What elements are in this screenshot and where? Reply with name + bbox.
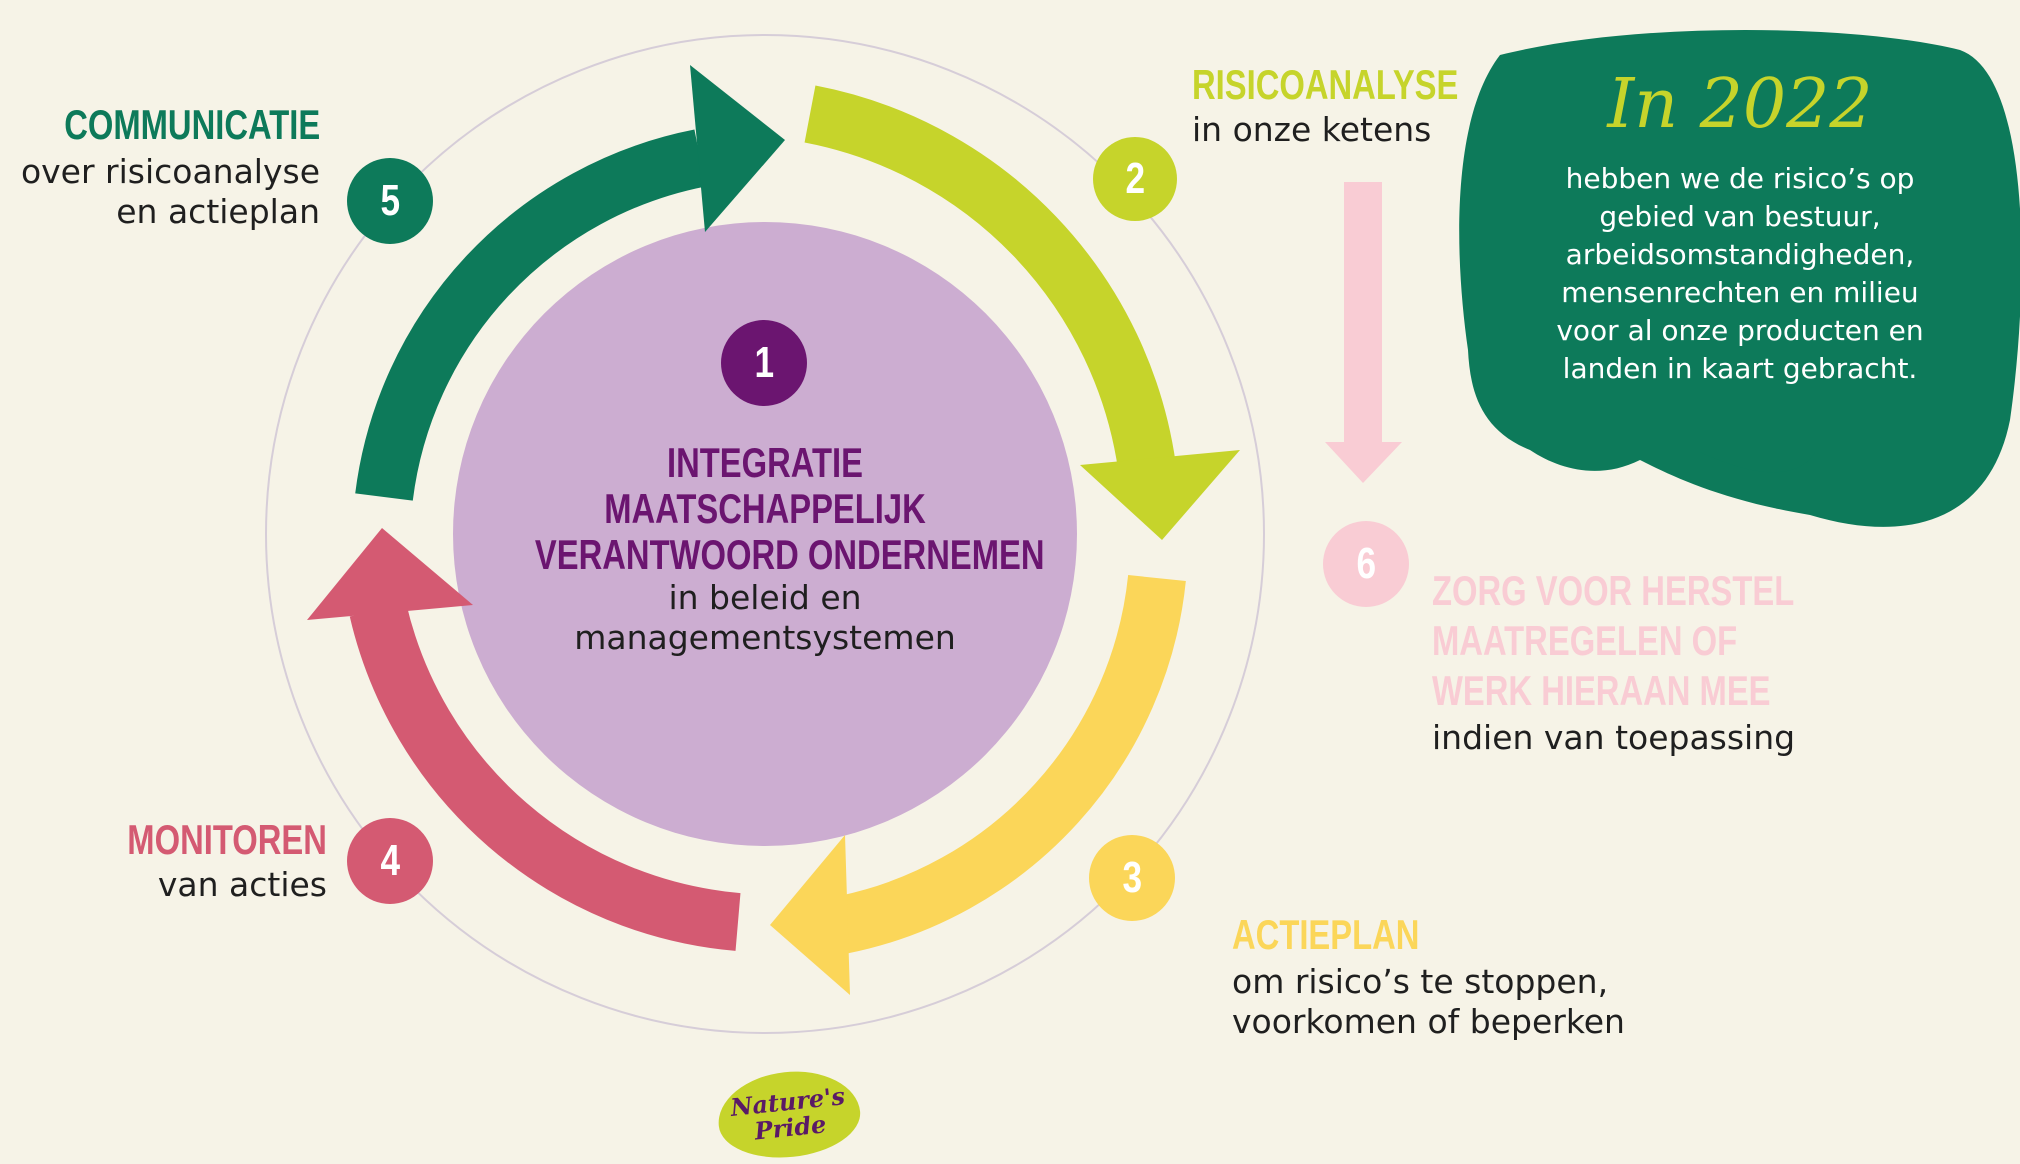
step2-badge: 2: [1093, 137, 1177, 221]
step6-title-line: WERK HIERAAN MEE: [1432, 667, 1771, 714]
step4-sub: van acties: [157, 865, 327, 904]
step1-badge: 1: [721, 320, 807, 406]
center-text: INTEGRATIE MAATSCHAPPELIJK VERANTWOORD O…: [470, 440, 1060, 658]
bubble-line: voor al onze producten en: [1556, 314, 1924, 347]
step5-title: COMMUNICATIE: [64, 101, 320, 148]
center-sub-line: managementsystemen: [574, 618, 956, 657]
step5-badge: 5: [347, 158, 433, 244]
center-heading-line: INTEGRATIE: [667, 439, 863, 486]
center-heading-line: MAATSCHAPPELIJK: [604, 485, 926, 532]
step4-badge: 4: [347, 818, 433, 904]
step2-number: 2: [1125, 154, 1145, 203]
step3-title: ACTIEPLAN: [1232, 911, 1420, 958]
speech-bubble: [1459, 30, 2020, 527]
bubble-line: landen in kaart gebracht.: [1562, 352, 1918, 385]
step3-sub-line: voorkomen of beperken: [1232, 1002, 1625, 1041]
center-disc: [453, 222, 1077, 846]
bubble-line: arbeidsomstandigheden,: [1565, 238, 1915, 271]
step5-sub-line: over risicoanalyse: [20, 152, 320, 191]
arrow-step6: [1325, 182, 1402, 483]
logo-line: Pride: [753, 1108, 828, 1146]
bubble-tail: [1700, 452, 1815, 473]
step5-sub-line: en actieplan: [116, 192, 320, 231]
step3-sub-line: om risico’s te stoppen,: [1232, 962, 1609, 1001]
center-sub-line: in beleid en: [668, 578, 862, 617]
step4-number: 4: [380, 836, 400, 885]
step2-sub: in onze ketens: [1192, 110, 1432, 149]
step5-number: 5: [380, 176, 400, 225]
bubble-line: mensenrechten en milieu: [1561, 276, 1919, 309]
step3-badge: 3: [1089, 835, 1175, 921]
step6-title-line: MAATREGELEN OF: [1432, 617, 1738, 664]
outer-ring: [265, 34, 1265, 1034]
step2-title: RISICOANALYSE: [1192, 61, 1459, 108]
bubble-line: hebben we de risico’s op: [1565, 162, 1915, 195]
arrow-step2: [804, 85, 1240, 540]
step6-number: 6: [1356, 539, 1376, 588]
step3-number: 3: [1122, 853, 1142, 902]
arrow-step3: [770, 574, 1186, 995]
arrow-step5: [355, 65, 785, 501]
center-heading-line: VERANTWOORD ONDERNEMEN: [534, 531, 1045, 578]
step6-sub: indien van toepassing: [1432, 718, 1796, 757]
step6-badge: 6: [1323, 521, 1409, 607]
bubble-title: In 2022: [1607, 65, 1873, 144]
step4-title: MONITOREN: [127, 816, 327, 863]
bubble-text: hebben we de risico’s op gebied van best…: [1540, 160, 1940, 388]
arrow-step4: [307, 528, 741, 951]
step6-title-line: ZORG VOOR HERSTEL: [1432, 567, 1795, 614]
step1-number: 1: [754, 338, 774, 387]
bubble-line: gebied van bestuur,: [1599, 200, 1881, 233]
